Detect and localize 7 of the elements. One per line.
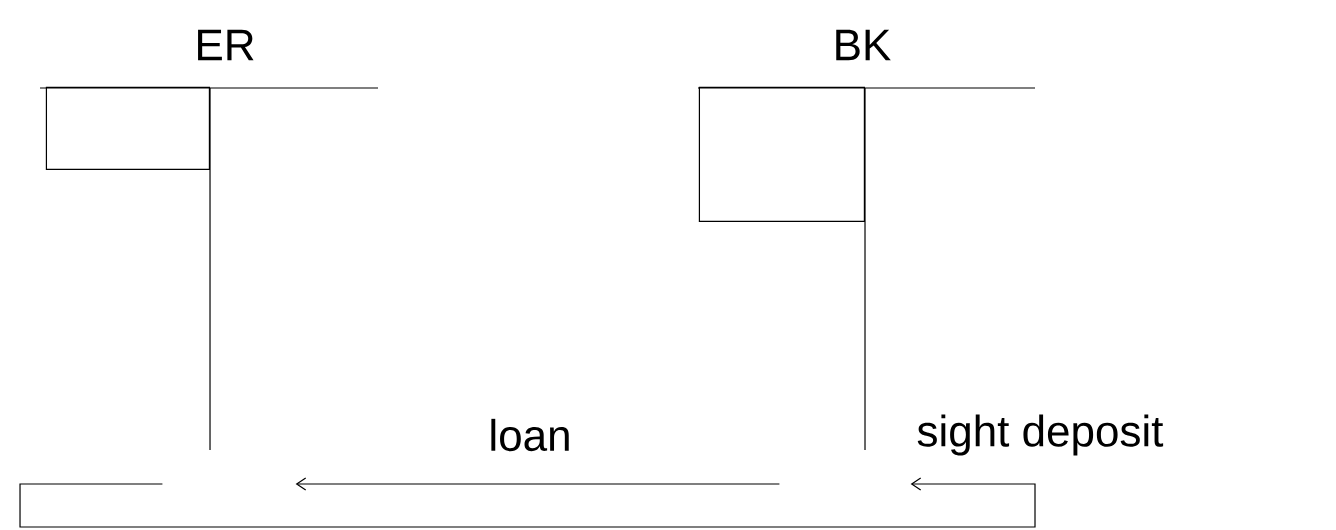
edge-label: loan xyxy=(487,417,573,453)
arrow xyxy=(19,477,1036,528)
empty-box xyxy=(45,86,210,170)
t-account: ER xyxy=(39,29,379,451)
arrow xyxy=(295,477,780,491)
edge-label: sight deposit xyxy=(915,413,1165,457)
empty-box xyxy=(698,86,865,222)
